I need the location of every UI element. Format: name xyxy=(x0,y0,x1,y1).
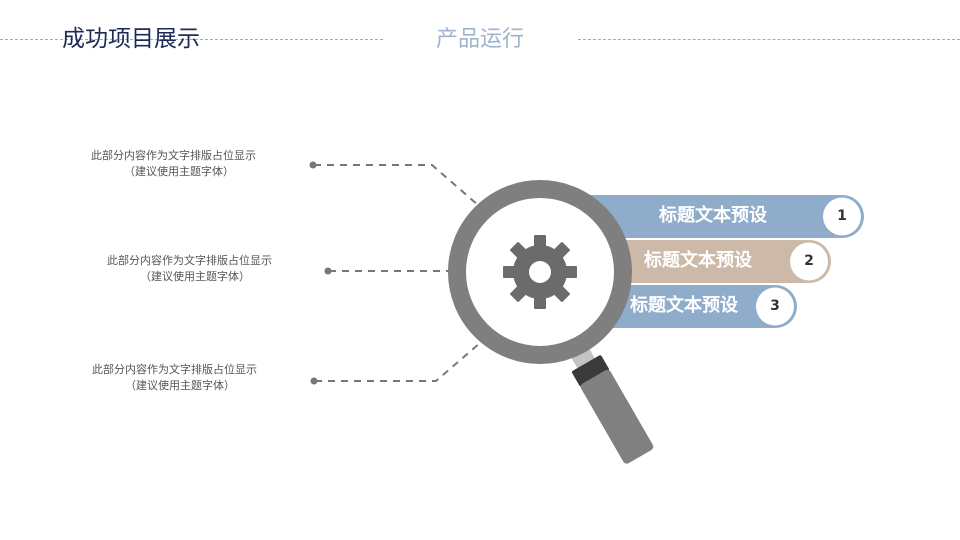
description-item-2: 此部分内容作为文字排版占位显示 （建议使用主题字体） xyxy=(107,253,272,285)
page-subtitle: 产品运行 xyxy=(436,27,525,52)
description-line-1: 此部分内容作为文字排版占位显示 xyxy=(107,254,272,267)
description-item-3: 此部分内容作为文字排版占位显示 （建议使用主题字体） xyxy=(92,362,257,394)
description-line-2: （建议使用主题字体） xyxy=(140,270,250,283)
pill-1 xyxy=(560,195,864,238)
description-item-1: 此部分内容作为文字排版占位显示 （建议使用主题字体） xyxy=(91,148,256,180)
description-line-2: （建议使用主题字体） xyxy=(124,165,234,178)
pill-label-3: 标题文本预设 xyxy=(630,295,738,316)
pill-number-1: 1 xyxy=(837,208,847,224)
pill-number-2: 2 xyxy=(804,253,814,269)
description-line-1: 此部分内容作为文字排版占位显示 xyxy=(92,363,257,376)
header-divider-left xyxy=(0,39,383,40)
pill-label-2: 标题文本预设 xyxy=(644,250,752,271)
header-divider-right xyxy=(578,39,960,40)
description-line-1: 此部分内容作为文字排版占位显示 xyxy=(91,149,256,162)
pill-number-3: 3 xyxy=(770,298,780,314)
pill-label-1: 标题文本预设 xyxy=(659,205,767,226)
page-title: 成功项目展示 xyxy=(62,26,200,52)
description-line-2: （建议使用主题字体） xyxy=(125,379,235,392)
